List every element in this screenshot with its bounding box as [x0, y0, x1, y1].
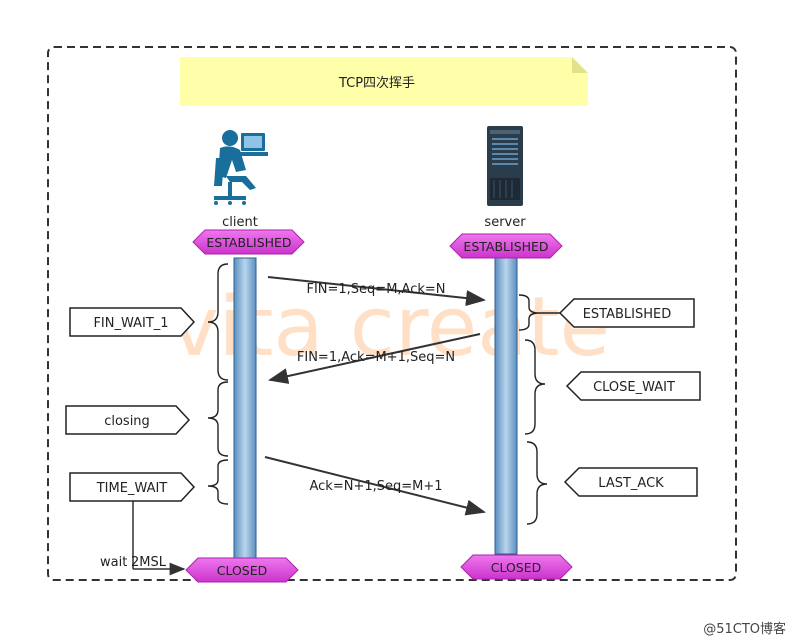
server-timeline — [494, 257, 518, 555]
message-ack: Ack=N+1,Seq=M+1 — [264, 456, 486, 516]
message-fin-1: FIN=1,Seq=M,Ack=N — [267, 276, 486, 307]
server-established-badge: ESTABLISHED — [449, 233, 563, 259]
svg-text:FIN=1,Seq=M,Ack=N: FIN=1,Seq=M,Ack=N — [306, 282, 445, 297]
svg-text:FIN_WAIT_1: FIN_WAIT_1 — [93, 316, 168, 331]
svg-text:CLOSE_WAIT: CLOSE_WAIT — [593, 380, 675, 395]
svg-text:wait: wait — [100, 555, 127, 570]
client-braces — [207, 263, 229, 505]
svg-text:LAST_ACK: LAST_ACK — [598, 476, 664, 491]
close-wait-state: CLOSE_WAIT — [565, 371, 701, 401]
title: TCP四次挥手 — [338, 75, 415, 91]
svg-text:closing: closing — [104, 414, 150, 429]
client-established-badge: ESTABLISHED — [192, 229, 305, 255]
last-ack-state: LAST_ACK — [563, 467, 698, 497]
server-rack-icon — [487, 126, 523, 206]
fin-wait-1-state: FIN_WAIT_1 — [69, 307, 196, 337]
footer-watermark: @51CTO博客 — [703, 621, 786, 637]
time-wait-state: TIME_WAIT — [69, 472, 196, 502]
client-label: client — [222, 215, 258, 230]
svg-text:CLOSED: CLOSED — [217, 563, 268, 578]
client-timeline — [233, 257, 257, 559]
wait-2msl: wait 2MSL — [100, 501, 186, 576]
svg-text:ESTABLISHED: ESTABLISHED — [463, 239, 548, 254]
svg-text:TIME_WAIT: TIME_WAIT — [96, 481, 168, 496]
svg-text:ESTABLISHED: ESTABLISHED — [206, 235, 291, 250]
svg-text:2MSL: 2MSL — [131, 555, 167, 570]
title-note: TCP四次挥手 — [180, 57, 588, 106]
closing-state: closing — [65, 405, 191, 435]
client-closed-badge: CLOSED — [185, 557, 299, 583]
svg-text:Ack=N+1,Seq=M+1: Ack=N+1,Seq=M+1 — [309, 479, 442, 494]
svg-text:ESTABLISHED: ESTABLISHED — [583, 307, 672, 322]
server-label: server — [484, 215, 526, 230]
svg-text:CLOSED: CLOSED — [491, 560, 542, 575]
message-fin-2: FIN=1,Ack=M+1,Seq=N — [268, 333, 481, 384]
svg-text:FIN=1,Ack=M+1,Seq=N: FIN=1,Ack=M+1,Seq=N — [297, 350, 455, 365]
diagram-frame — [47, 46, 737, 581]
server-established-state: ESTABLISHED — [558, 298, 695, 328]
server-closed-badge: CLOSED — [460, 554, 573, 580]
client-person-computer-icon — [214, 130, 268, 205]
